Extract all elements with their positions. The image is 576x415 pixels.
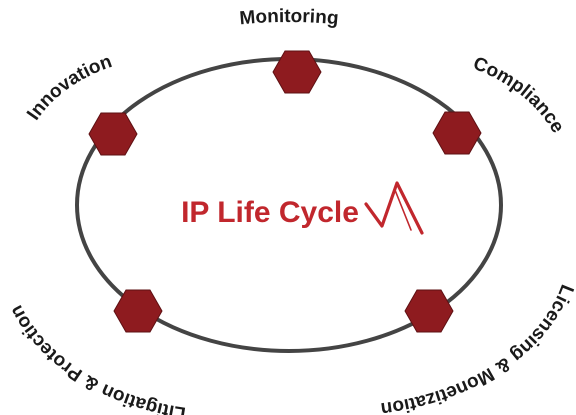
- stage-label-litigation: Litigation & Protection: [6, 302, 187, 415]
- node-licensing-hexagon-icon: [404, 289, 454, 333]
- node-compliance-hexagon-icon: [432, 111, 482, 155]
- stage-label-compliance-text: Compliance: [470, 53, 568, 137]
- stage-label-monitoring: Monitoring: [239, 6, 340, 29]
- node-monitoring-hexagon-icon: [272, 50, 322, 94]
- stage-label-litigation-text: Litigation & Protection: [6, 302, 187, 415]
- stage-label-licensing-text: Licensing & Monetization: [379, 282, 576, 415]
- stage-label-licensing: Licensing & Monetization: [379, 282, 576, 415]
- stage-label-compliance: Compliance: [470, 53, 568, 137]
- node-litigation-hexagon-icon: [113, 289, 163, 333]
- ip-life-cycle-logo-icon: [364, 181, 424, 235]
- node-innovation-hexagon-icon: [88, 112, 138, 156]
- stage-label-monitoring-text: Monitoring: [239, 6, 340, 29]
- center-title: IP Life Cycle: [181, 196, 359, 229]
